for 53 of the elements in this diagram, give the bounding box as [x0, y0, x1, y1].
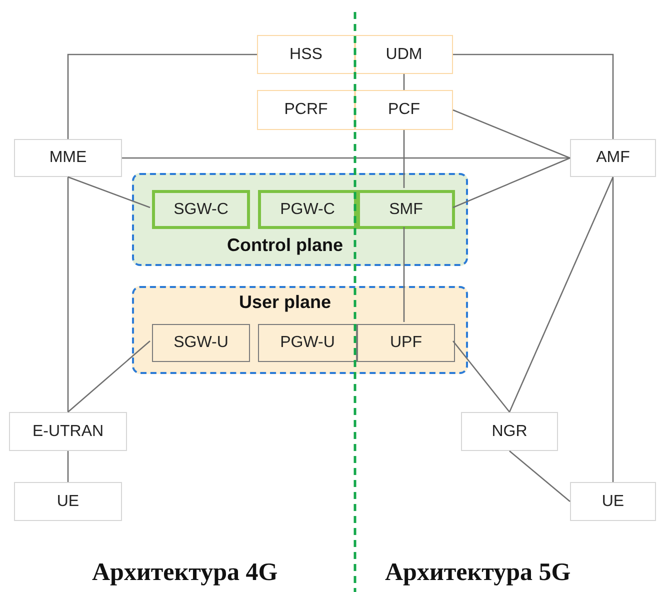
plane-group	[132, 286, 468, 374]
network-function-box	[14, 482, 122, 521]
connector-line	[68, 176, 150, 208]
connector-line	[67, 177, 69, 412]
node-label: PCRF	[284, 101, 328, 119]
network-function-box	[258, 324, 357, 362]
connector-line	[508, 176, 614, 412]
connector-line	[452, 109, 570, 159]
connector-line	[67, 451, 69, 482]
plane-group	[132, 173, 468, 266]
section-title: Архитектура 4G	[92, 559, 278, 587]
node-label: UE	[56, 492, 80, 510]
network-function-box	[14, 139, 122, 177]
connector-line	[612, 177, 614, 482]
group-label: Control plane	[226, 235, 344, 256]
node-label: MME	[49, 149, 87, 167]
connector-line	[509, 450, 570, 502]
node-label: PGW-C	[280, 200, 335, 218]
connector-line	[122, 157, 570, 159]
network-function-box	[355, 35, 453, 74]
node-label: SMF	[389, 200, 423, 218]
connector-line	[403, 227, 405, 322]
node-label: NGR	[492, 422, 528, 440]
network-function-box	[357, 324, 455, 362]
connector-line	[452, 157, 570, 208]
node-label: AMF	[596, 149, 630, 167]
connector-line	[403, 130, 405, 188]
section-title: Архитектура 5G	[385, 559, 571, 587]
node-label: SGW-U	[174, 334, 228, 352]
network-function-box	[357, 190, 455, 229]
connector-line	[68, 340, 150, 412]
connector-line	[67, 54, 257, 139]
node-label: E-UTRAN	[32, 422, 104, 440]
node-label: UDM	[386, 46, 422, 64]
network-function-box	[152, 190, 250, 229]
node-label: UPF	[390, 334, 422, 352]
network-function-box	[152, 324, 250, 362]
network-function-box	[570, 482, 656, 521]
network-function-box	[9, 412, 127, 451]
node-label: UE	[602, 492, 624, 510]
network-function-box	[257, 35, 355, 74]
connector-line	[453, 54, 614, 139]
network-function-box	[570, 139, 656, 177]
node-label: SGW-C	[174, 200, 228, 218]
network-function-box	[461, 412, 558, 451]
node-label: PCF	[388, 101, 420, 119]
node-label: HSS	[290, 46, 322, 64]
node-label: PGW-U	[280, 334, 335, 352]
network-function-box	[258, 190, 357, 229]
group-label: User plane	[238, 292, 332, 313]
network-function-box	[257, 90, 355, 130]
connector-line	[403, 74, 405, 90]
network-function-box	[355, 90, 453, 130]
